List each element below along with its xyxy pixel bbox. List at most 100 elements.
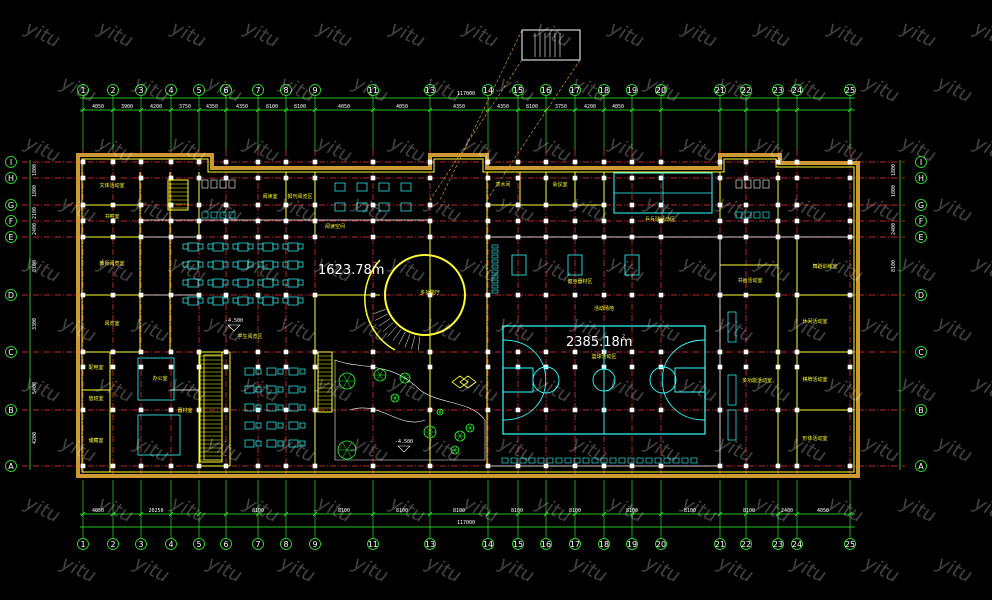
bottom-dimension: 8100	[252, 508, 264, 514]
top-dimension: 4050	[92, 104, 104, 110]
structural-column	[427, 175, 433, 181]
chair	[197, 279, 204, 286]
watermark-text: yitu	[933, 72, 976, 108]
structural-column	[370, 159, 376, 165]
bottom-dimension: 2400	[781, 508, 793, 514]
watermark-text: yitu	[897, 252, 940, 288]
grid-bubble	[655, 538, 667, 550]
structural-column	[283, 463, 289, 469]
left-dimension: 3300	[32, 318, 38, 330]
structural-column	[80, 463, 86, 469]
watermark-text: yitu	[933, 312, 976, 348]
elevation-mark: -4.500	[225, 318, 243, 324]
watermark-text: yitu	[167, 492, 210, 528]
grid-bubble	[309, 538, 321, 550]
area-unit-superscript: 2	[374, 262, 377, 268]
grid-row-label: A	[8, 462, 14, 471]
structural-column	[629, 202, 635, 208]
chair	[272, 261, 279, 268]
structural-column	[794, 292, 800, 298]
dim-tick	[110, 107, 116, 113]
pool-table	[137, 414, 181, 456]
reading-table	[266, 367, 277, 376]
reading-table	[212, 296, 224, 306]
watermark-text: yitu	[422, 432, 465, 468]
room-label: 舞蹈训练室	[812, 263, 837, 270]
grid-column-label: 1	[80, 86, 85, 95]
grid-column-label: 25	[845, 86, 855, 95]
curved-stair-tread	[417, 336, 421, 351]
grid-column-label: 16	[541, 86, 551, 95]
watermark-text: yitu	[495, 72, 538, 108]
watermark-text: yitu	[94, 17, 137, 53]
structural-column	[543, 292, 549, 298]
structural-column	[629, 175, 635, 181]
sink	[753, 211, 761, 219]
structural-column	[255, 349, 261, 355]
top-dimension: 3900	[121, 104, 133, 110]
watermark-text: yitu	[605, 492, 648, 528]
dim-tick	[658, 511, 664, 517]
room-label: 学生阅览区	[237, 333, 262, 340]
chair	[272, 243, 279, 250]
grid-column-label: 4	[168, 540, 173, 549]
structural-column	[427, 463, 433, 469]
grid-row-label: G	[8, 201, 14, 210]
structural-column	[629, 463, 635, 469]
spectator-seat	[573, 457, 581, 464]
grid-bubble	[540, 538, 552, 550]
reading-table	[287, 296, 299, 306]
chair	[297, 297, 304, 304]
grid-bubble	[540, 84, 552, 96]
reading-table	[212, 278, 224, 288]
top-dimension: 4050	[396, 104, 408, 110]
tree-branch	[379, 374, 384, 381]
dim-tick	[601, 511, 607, 517]
structural-column	[196, 292, 202, 298]
dim-tick	[80, 107, 86, 113]
chair	[255, 368, 262, 375]
structural-column	[138, 234, 144, 240]
spectator-seat	[663, 457, 671, 464]
structural-column	[110, 202, 116, 208]
structural-column	[629, 234, 635, 240]
structural-column	[427, 159, 433, 165]
room-label: 文体活动室	[99, 182, 124, 189]
spectator-seat	[582, 457, 590, 464]
structural-column	[138, 292, 144, 298]
chair	[207, 279, 214, 286]
overall-dimension-top: 117000	[457, 91, 475, 97]
chair	[297, 243, 304, 250]
watermark-text: yitu	[240, 492, 283, 528]
toilet-stall	[735, 179, 743, 189]
spectator-seat	[528, 457, 536, 464]
structural-column	[775, 159, 781, 165]
dim-tick	[255, 107, 261, 113]
left-dimension: 8100	[32, 260, 38, 272]
structural-column	[485, 364, 491, 370]
structural-column	[775, 292, 781, 298]
spectator-seat	[555, 457, 563, 464]
watermark-text: yitu	[459, 17, 502, 53]
grid-bubble	[915, 215, 927, 227]
chair	[299, 368, 306, 375]
structural-column	[743, 175, 749, 181]
chair	[182, 279, 189, 286]
grid-bubble	[309, 84, 321, 96]
bleacher-seat	[491, 289, 499, 294]
reading-table	[287, 278, 299, 288]
structural-column	[138, 349, 144, 355]
watermark-text: yitu	[641, 432, 684, 468]
toilet-stall	[219, 179, 227, 189]
structural-column	[572, 292, 578, 298]
grid-column-label: 2	[110, 86, 115, 95]
toilet-stall	[210, 179, 218, 189]
staircase	[317, 351, 333, 413]
grid-bubble	[569, 84, 581, 96]
top-dimension: 8100	[266, 104, 278, 110]
watermark-text: yitu	[751, 372, 794, 408]
reading-table	[288, 439, 299, 448]
structural-column	[572, 407, 578, 413]
grid-bubble	[915, 199, 927, 211]
tree-branch	[467, 424, 471, 429]
